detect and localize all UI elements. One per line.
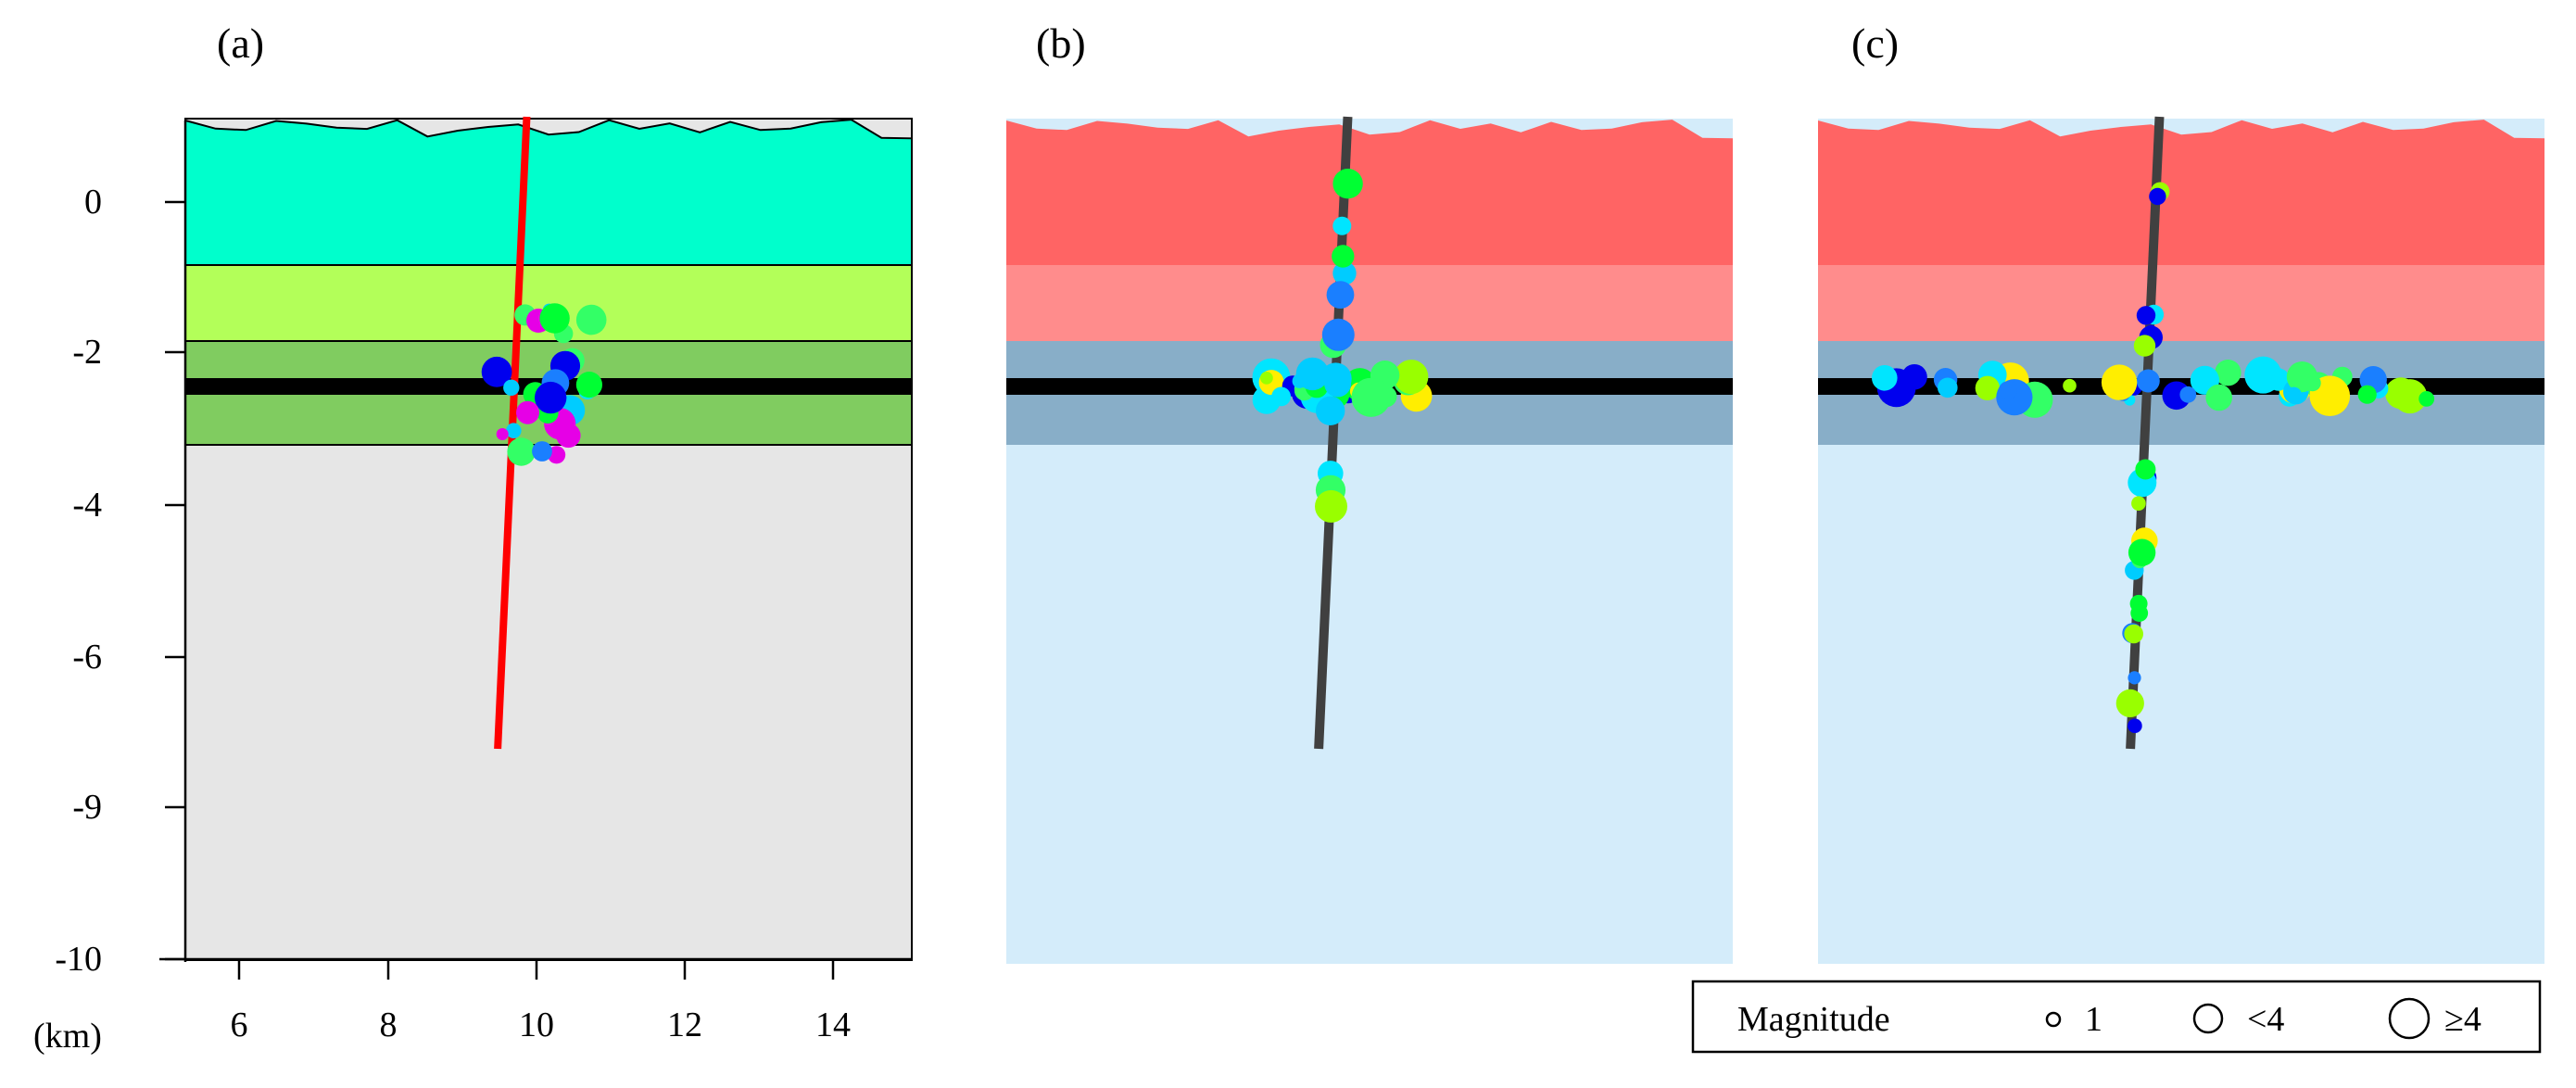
earthquake-event	[2357, 385, 2377, 404]
earthquake-event	[2286, 361, 2317, 393]
legend-label-large: ≥4	[2444, 1000, 2481, 1039]
earthquake-event	[2136, 369, 2160, 393]
earthquake-event	[2135, 459, 2156, 480]
panel-label-a: (a)	[217, 19, 264, 67]
legend-label-medium: <4	[2247, 1000, 2284, 1039]
earthquake-event	[1332, 261, 1357, 285]
earthquake-event	[2128, 538, 2156, 566]
earthquake-event	[1999, 381, 2017, 400]
x-unit-label: (km)	[33, 1017, 102, 1056]
surface-layer	[1818, 120, 2544, 265]
earthquake-event	[2149, 187, 2166, 206]
earthquake-event	[2063, 378, 2077, 393]
legend-marker-medium	[2192, 1003, 2224, 1034]
earthquake-event	[1292, 373, 1307, 388]
earthquake-event	[2124, 624, 2143, 644]
fault-line	[2126, 116, 2165, 750]
earthquake-event	[1975, 375, 2001, 400]
earthquake-event	[507, 437, 536, 466]
earthquake-event	[2267, 368, 2290, 391]
earthquake-event	[575, 372, 603, 399]
panel-b-cross-section	[1006, 116, 1733, 964]
earthquake-event	[506, 423, 522, 439]
panel-label-b: (b)	[1036, 19, 1086, 67]
y-axis: 0 -2 -4 -6 -9 -10	[55, 120, 187, 979]
earthquake-event	[1332, 169, 1363, 199]
x-tick-label: 14	[815, 1006, 851, 1044]
earthquake-event	[496, 428, 509, 440]
earthquake-event	[1315, 489, 1347, 523]
surface-layer	[184, 119, 913, 266]
earthquake-event	[2179, 386, 2197, 403]
x-tick-label: 8	[380, 1006, 398, 1044]
earthquake-event	[1271, 386, 1291, 407]
earthquake-event	[1332, 245, 1355, 268]
earthquake-event	[481, 356, 512, 387]
y-tick-label: -9	[72, 788, 102, 827]
earthquake-event	[2101, 364, 2138, 400]
earthquake-event	[539, 303, 570, 334]
y-tick-label: 0	[84, 183, 102, 221]
upper-layer	[1818, 265, 2544, 341]
x-tick-label: 10	[519, 1006, 554, 1044]
earthquake-event	[2205, 384, 2232, 411]
upper-layer	[1006, 265, 1733, 341]
y-tick-label: -4	[72, 486, 102, 525]
earthquake-event	[2285, 386, 2302, 403]
earthquake-event	[516, 400, 539, 424]
earthquake-event	[575, 304, 607, 335]
earthquake-event	[2133, 335, 2156, 357]
earthquake-event	[2130, 604, 2149, 622]
earthquake-event	[1326, 281, 1355, 309]
y-tick-label: -10	[55, 940, 102, 979]
earthquake-event	[532, 441, 552, 462]
magnitude-legend: Magnitude 1 <4 ≥4	[1691, 980, 2542, 1054]
legend-title: Magnitude	[1737, 1000, 1890, 1039]
earthquake-event	[1938, 377, 1958, 399]
surface-layer	[1006, 120, 1733, 265]
earthquake-event	[1351, 377, 1391, 417]
earthquake-event	[1872, 365, 1898, 391]
x-axis: 6 8 10 12 14 (km)	[33, 957, 913, 1056]
earthquake-event	[2115, 689, 2144, 718]
earthquake-event	[503, 379, 520, 396]
earthquake-event	[2128, 671, 2141, 685]
earthquake-event	[2131, 496, 2146, 511]
legend-marker-small	[2045, 1011, 2062, 1028]
earthquake-event	[535, 381, 567, 414]
earthquake-event	[1321, 318, 1355, 351]
panel-c-cross-section	[1818, 116, 2544, 964]
x-tick-label: 6	[231, 1006, 248, 1044]
earthquake-event	[1316, 396, 1345, 425]
earthquake-event	[1332, 216, 1352, 235]
earthquake-event	[2418, 391, 2435, 407]
panel-a-cross-section	[184, 116, 913, 961]
earthquake-event	[2215, 360, 2241, 386]
earthquake-event	[2128, 718, 2142, 733]
earthquake-event	[1324, 370, 1352, 398]
earthquake-event	[1260, 372, 1273, 385]
earthquake-event	[2393, 379, 2428, 414]
earthquake-event	[1394, 360, 1429, 395]
y-tick-label: -6	[72, 638, 102, 677]
earthquake-event	[2136, 306, 2156, 325]
y-tick-label: -2	[72, 333, 102, 372]
x-tick-label: 12	[667, 1006, 702, 1044]
legend-marker-large	[2388, 997, 2431, 1040]
legend-label-small: 1	[2085, 1000, 2102, 1039]
panel-label-c: (c)	[1851, 19, 1899, 67]
